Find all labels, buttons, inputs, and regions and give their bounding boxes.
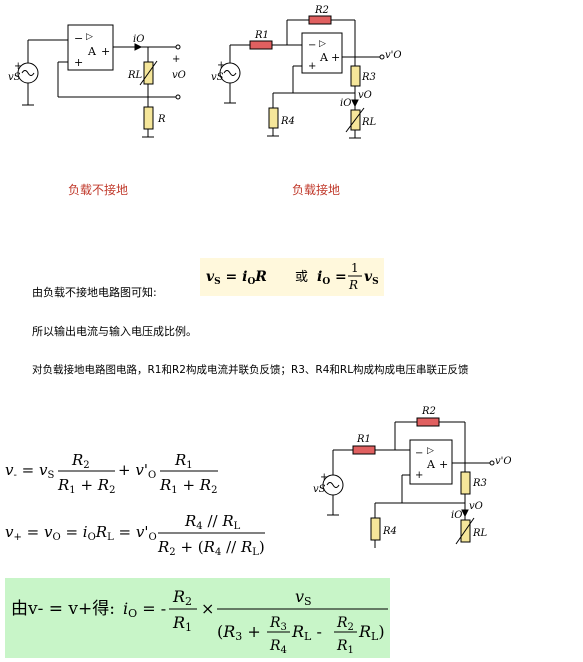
svg-text:iO = -: iO = - — [123, 599, 166, 620]
svg-text:×: × — [201, 599, 214, 618]
label-vo: vO — [172, 70, 186, 81]
svg-text:R4: R4 — [382, 526, 397, 537]
svg-text:+: + — [172, 54, 180, 65]
svg-text:R1: R1 — [336, 638, 354, 656]
text-line-2: 所以输出电流与输入电压成比例。 — [32, 325, 197, 338]
svg-text:R1: R1 — [174, 451, 193, 471]
svg-text:vS: vS — [313, 484, 326, 495]
text-line-3: 对负载接地电路图电路，R1和R2构成电流并联负反馈；R3、R4和RL构成构成电压… — [32, 364, 469, 376]
svg-text:vS: vS — [295, 587, 312, 608]
formula-box-1: vS = iOR 或 iO = 1 R vS — [200, 258, 384, 296]
svg-text:R1: R1 — [356, 434, 371, 445]
svg-text:R4 // RL: R4 // RL — [184, 512, 241, 532]
label-rl: RL — [127, 70, 143, 81]
svg-text:RL -: RL - — [291, 622, 322, 643]
svg-text:(R3 +: (R3 + — [217, 622, 261, 643]
opamp-box — [67, 24, 114, 71]
svg-text:A: A — [319, 51, 329, 64]
svg-text:R2: R2 — [421, 406, 436, 417]
circuit-load-grounded-repeat: − + ▷ A + + vS R1 R2 R3 v'O vO iO RL R4 — [313, 406, 512, 548]
label-io: iO — [133, 34, 144, 45]
svg-text:R2: R2 — [314, 5, 329, 16]
svg-text:iO =: iO = — [317, 269, 347, 287]
svg-text:+: + — [101, 45, 110, 58]
opamp-plus: + — [74, 56, 83, 69]
svg-text:1: 1 — [351, 261, 359, 275]
svg-text:R2: R2 — [172, 587, 192, 608]
svg-text:RL: RL — [472, 528, 488, 539]
final-formula-box: 由v- = v+得: iO = - R2 R1 × vS (R3 + R3 R4… — [5, 578, 390, 658]
svg-text:+ v'O: + v'O — [118, 461, 156, 481]
svg-text:iO: iO — [451, 510, 462, 521]
svg-text:v'O: v'O — [495, 456, 512, 467]
svg-text:R1: R1 — [172, 613, 192, 634]
opamp-label: A — [87, 45, 97, 58]
svg-text:v'O: v'O — [385, 50, 402, 61]
svg-text:▷: ▷ — [86, 32, 93, 42]
svg-text:R3: R3 — [472, 478, 487, 489]
svg-text:RL): RL) — [358, 622, 385, 643]
or-label: 或 — [295, 270, 308, 285]
final-prefix: 由v- = v+得: — [11, 599, 115, 619]
svg-text:vS = iOR: vS = iOR — [206, 269, 267, 287]
svg-text:R1: R1 — [254, 30, 269, 41]
circuit-load-grounded: − + ▷ A + + vS R1 R2 R3 v'O vO iO RL R4 — [211, 5, 402, 139]
svg-text:vO: vO — [469, 501, 483, 512]
label-r: R — [157, 114, 166, 125]
svg-text:+: + — [439, 458, 448, 471]
svg-text:+: + — [217, 60, 225, 71]
equations-v-minus-v-plus: v- = vS R2 R1 + R2 + v'O R1 R1 + R2 v+ =… — [5, 451, 265, 558]
svg-text:R2: R2 — [71, 451, 90, 471]
svg-text:−: − — [308, 40, 316, 51]
caption-left: 负载不接地 — [68, 183, 129, 197]
svg-text:▷: ▷ — [319, 39, 326, 49]
svg-text:v- = vS: v- = vS — [5, 461, 54, 481]
svg-text:R1 + R2: R1 + R2 — [57, 476, 115, 496]
svg-text:+: + — [320, 472, 328, 483]
svg-text:vO: vO — [358, 90, 372, 101]
svg-text:R3: R3 — [361, 72, 376, 83]
svg-text:v+ = vO = iORL = v'O: v+ = vO = iORL = v'O — [5, 523, 157, 543]
svg-text:A: A — [426, 458, 436, 471]
opamp-minus: − — [74, 32, 83, 45]
svg-text:RL: RL — [361, 117, 377, 128]
svg-text:R4: R4 — [269, 638, 287, 656]
svg-text:+: + — [331, 51, 340, 64]
svg-text:▷: ▷ — [427, 446, 434, 456]
svg-text:R4: R4 — [280, 116, 295, 127]
svg-text:+: + — [308, 61, 316, 72]
svg-text:R: R — [348, 278, 358, 292]
circuit-load-not-grounded: − + ▷ A + + vS iO RL + vO R — [8, 24, 186, 138]
svg-text:R2: R2 — [336, 615, 354, 633]
caption-right: 负载接地 — [292, 183, 341, 197]
svg-text:+: + — [415, 470, 423, 481]
svg-text:R2 + (R4 // RL): R2 + (R4 // RL) — [157, 538, 265, 558]
svg-text:−: − — [415, 448, 423, 459]
svg-text:vS: vS — [211, 72, 224, 83]
svg-text:+: + — [14, 61, 22, 72]
svg-text:R1 + R2: R1 + R2 — [159, 476, 217, 496]
label-vs: vS — [8, 72, 21, 83]
svg-text:R3: R3 — [269, 615, 287, 633]
svg-text:iO: iO — [340, 98, 351, 109]
text-line-1: 由负载不接地电路图可知: — [32, 286, 157, 299]
svg-text:vS: vS — [364, 269, 379, 287]
